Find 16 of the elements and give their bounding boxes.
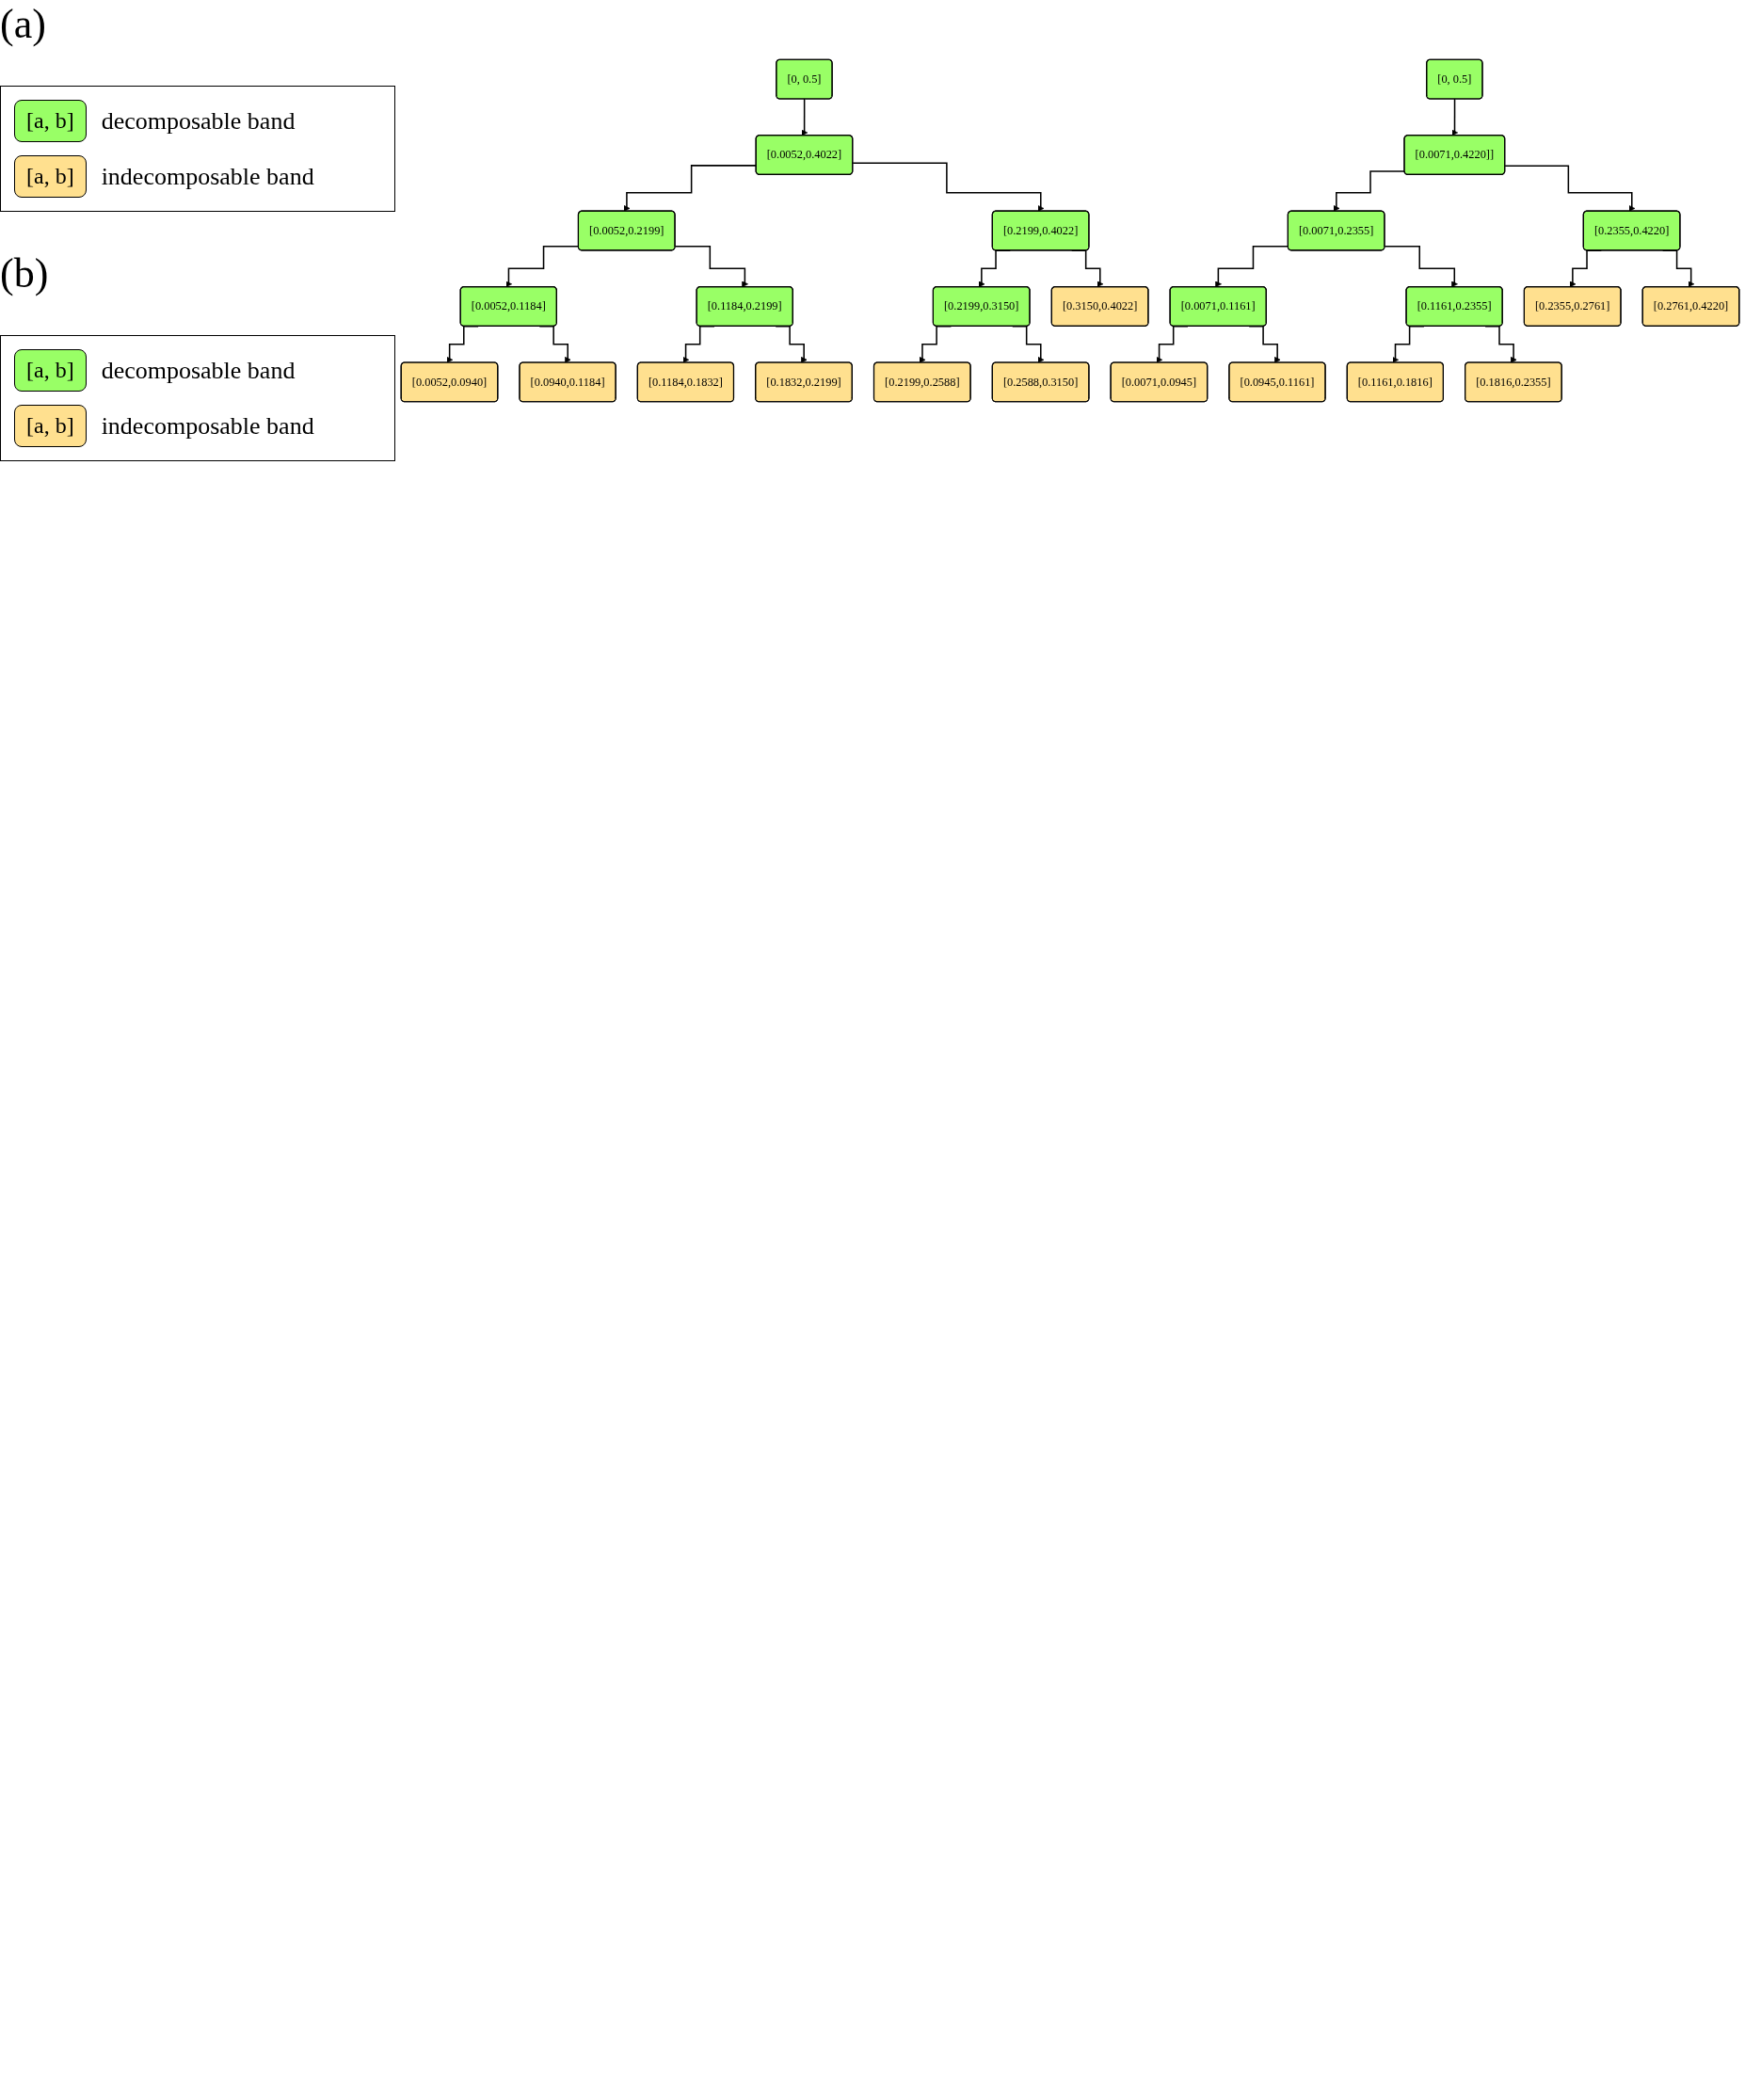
arrow	[852, 162, 1045, 212]
legend-text: decomposable band	[101, 106, 296, 136]
arrow	[801, 98, 808, 136]
legend-text: decomposable band	[101, 356, 296, 385]
legend-swatch: [a, b]	[14, 349, 87, 392]
legend-text: indecomposable band	[101, 162, 314, 191]
legend-swatch: [a, b]	[14, 100, 87, 142]
arrow	[1504, 165, 1636, 212]
arrow	[1451, 98, 1459, 136]
legend-swatch: [a, b]	[14, 155, 87, 198]
arrow	[1384, 246, 1458, 288]
panel-label: (b)	[0, 249, 50, 297]
arrow	[674, 246, 748, 288]
panel-label: (a)	[0, 0, 47, 48]
legend-swatch: [a, b]	[14, 405, 87, 447]
legend-text: indecomposable band	[101, 411, 314, 441]
